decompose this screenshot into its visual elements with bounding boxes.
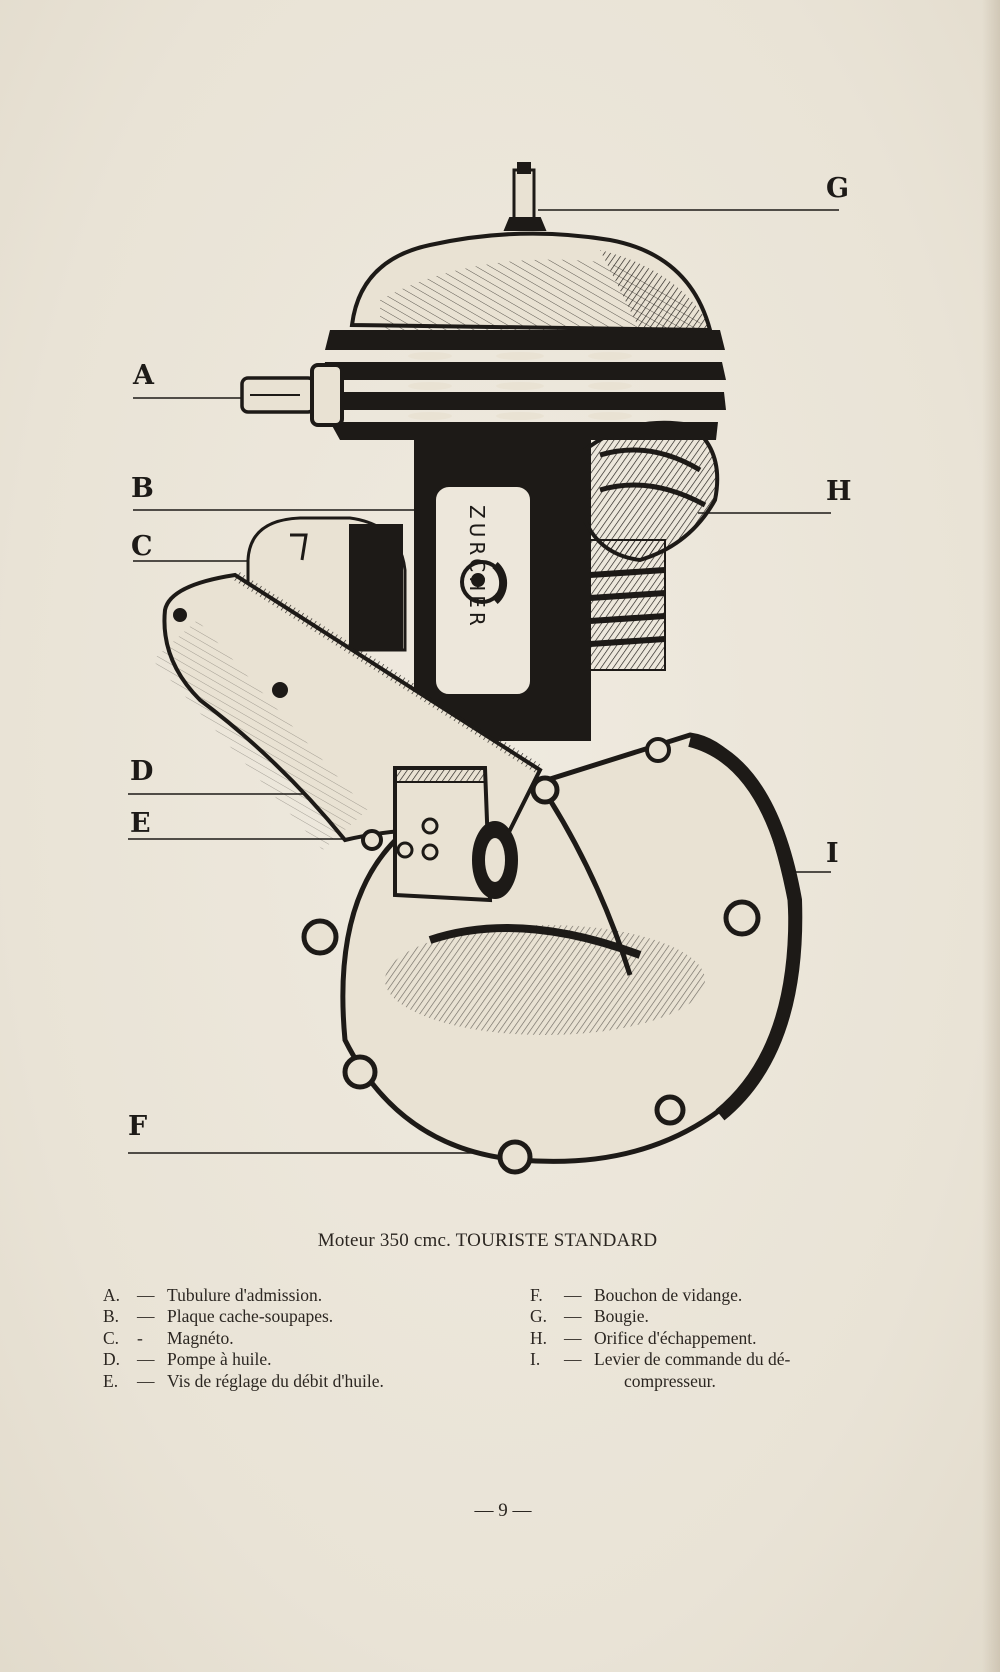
legend-text: Vis de réglage du débit d'huile. bbox=[167, 1370, 384, 1391]
callout-i: I bbox=[826, 838, 839, 869]
legend-dash: — bbox=[564, 1306, 582, 1327]
legend-text: Orifice d'échappement. bbox=[594, 1327, 757, 1348]
legend-text: Magnéto. bbox=[167, 1327, 234, 1348]
legend-dash: - bbox=[137, 1327, 143, 1348]
oil-pump bbox=[361, 766, 642, 976]
legend-item: I. — Levier de commande du dé- bbox=[530, 1349, 790, 1370]
legend-key: G. bbox=[530, 1306, 548, 1327]
legend-text: Tubulure d'admission. bbox=[167, 1285, 323, 1305]
legend-item: C.- Magnéto. bbox=[103, 1328, 384, 1349]
legend-left: A. — Tubulure d'admission. B. — Plaque cache… bbox=[103, 1285, 384, 1392]
legend-text: Bougie. bbox=[594, 1306, 649, 1327]
legend-dash: — bbox=[137, 1285, 155, 1305]
callout-g: G bbox=[826, 173, 850, 204]
cylinder-barrel: ZURCHER bbox=[414, 439, 666, 741]
legend-item-continuation: compresseur. bbox=[624, 1370, 716, 1391]
legend-text: Bouchon de vidange. bbox=[594, 1285, 743, 1305]
legend-key: D. bbox=[103, 1349, 121, 1370]
page-edge-shadow bbox=[982, 0, 1000, 1672]
legend-key: A. bbox=[103, 1285, 121, 1305]
callout-d: D bbox=[130, 756, 154, 787]
legend-dash: — bbox=[564, 1285, 582, 1305]
legend-dash: — bbox=[137, 1306, 155, 1327]
page-number: — 9 — bbox=[474, 1500, 532, 1521]
legend-key: F. bbox=[530, 1285, 543, 1305]
callout-f: F bbox=[128, 1111, 148, 1142]
legend-key: E. bbox=[103, 1370, 119, 1391]
legend-item: G. — Bougie. bbox=[530, 1306, 790, 1327]
callout-c: C bbox=[131, 531, 153, 562]
legend-right: F. — Bouchon de vidange. G. — Bougie. H. — Ori… bbox=[530, 1285, 790, 1392]
cylinder-head bbox=[320, 231, 726, 440]
legend-item: B. — Plaque cache-soupapes. bbox=[103, 1306, 384, 1327]
legend-text: Levier de commande du dé- bbox=[594, 1349, 791, 1370]
callout-e: E bbox=[130, 808, 151, 839]
figure-caption: Moteur 350 cmc. TOURISTE STANDARD bbox=[317, 1230, 658, 1251]
legend-key: I. bbox=[530, 1349, 541, 1370]
legend-dash: — bbox=[137, 1370, 155, 1391]
legend-key: C. bbox=[103, 1327, 120, 1348]
exhaust-port bbox=[583, 420, 720, 563]
legend-text: Pompe à huile. bbox=[167, 1349, 272, 1370]
legend-dash: — bbox=[137, 1349, 155, 1370]
legend-item: H. — Orifice d'échappement. bbox=[530, 1328, 790, 1349]
legend-dash: — bbox=[564, 1349, 582, 1370]
callout-a: A bbox=[133, 360, 154, 391]
legend-item: D. — Pompe à huile. bbox=[103, 1349, 384, 1370]
legend-item: E. — Vis de réglage du débit d'huile. bbox=[103, 1371, 384, 1392]
intake-tube bbox=[240, 363, 344, 427]
legend-item: A. — Tubulure d'admission. bbox=[103, 1285, 384, 1306]
callout-b: B bbox=[131, 473, 154, 504]
legend-key: B. bbox=[103, 1306, 120, 1327]
legend-key: H. bbox=[530, 1327, 548, 1348]
legend-text: Plaque cache-soupapes. bbox=[167, 1306, 334, 1327]
legend-item: F. — Bouchon de vidange. bbox=[530, 1285, 790, 1306]
legend-dash: — bbox=[564, 1327, 582, 1348]
nameplate-text: ZURCHER bbox=[465, 505, 489, 630]
callout-h: H bbox=[826, 476, 852, 507]
spark-plug bbox=[503, 162, 547, 231]
